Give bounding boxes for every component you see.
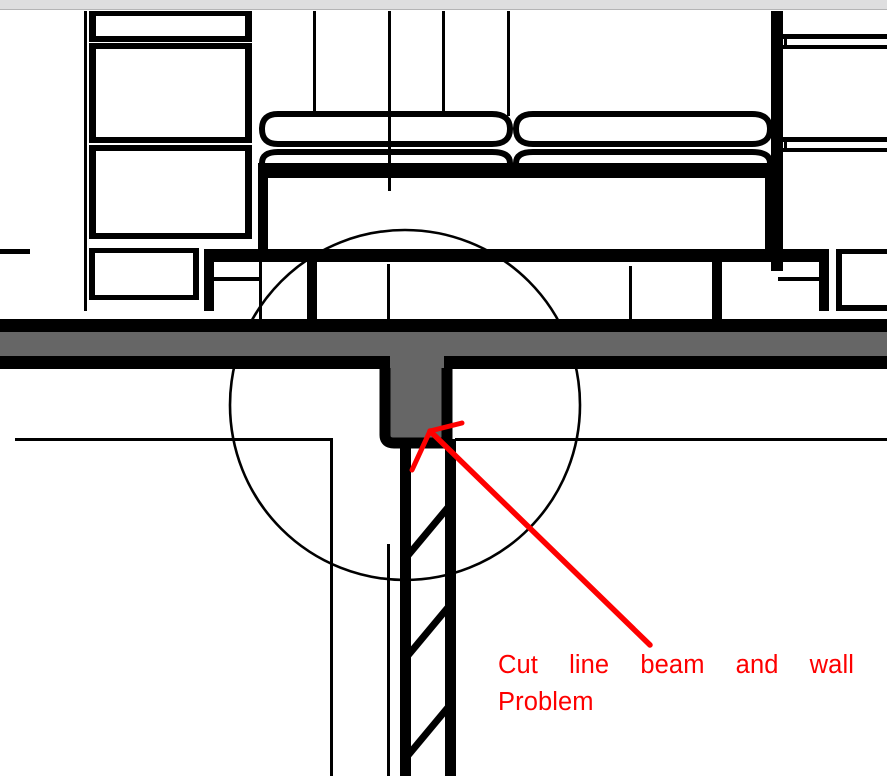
rounded-rail-right [512,111,774,147]
thin-vertical-right [629,266,632,319]
slab-concrete-fill [0,332,887,356]
beam-centerline-upper [387,264,390,319]
lower-shelf-inner-leg-left [307,262,317,319]
slab-top-edge [0,319,887,332]
divider-line-4 [507,11,510,116]
shelf-thin-line-left [204,277,262,281]
wall-below [400,439,456,776]
arrow-shaft [427,428,653,648]
left-outer-box [0,249,30,254]
left-cabinet-upper-box [89,11,252,42]
left-cabinet-middle-box [89,43,252,143]
window-titlebar [0,0,887,10]
beam-centerline-lower [387,544,390,776]
right-outer-box [836,249,887,311]
arrow-barb-upper [427,420,465,434]
thin-vertical-left [259,262,262,319]
arrow-barb-lower [409,428,433,473]
floor-slab [0,319,887,369]
left-thin-wall-line [84,11,87,311]
shelf-thin-line-right [778,277,829,281]
left-cabinet-lower-box [89,145,252,239]
cad-section-drawing [0,11,887,776]
left-cabinet-bottom-box [89,248,199,300]
lower-left-vertical [330,438,333,776]
wall-right-face [445,439,456,776]
annotation-arrow [409,420,653,648]
wall-left-face [400,439,411,776]
beam-slab-junction [390,356,444,368]
lower-left-horizontal [15,438,333,441]
divider-line-2 [388,11,391,191]
cad-drawing-canvas[interactable]: Cut line beam and wall Problem [0,11,887,776]
middle-box-under-counter [258,178,775,253]
lower-right-horizontal [455,438,887,441]
rounded-rail-left [258,111,514,147]
annotation-callout: Cut line beam and wall Problem [498,647,854,721]
divider-line-1 [313,11,316,116]
annotation-label: Cut line beam and wall Problem [498,651,862,716]
counter-top-band [258,163,775,178]
right-top-rail [783,34,887,49]
divider-line-3 [442,11,445,116]
lower-shelf-band [204,249,829,262]
lower-floor-outline [15,438,887,776]
upper-floor-structure [0,11,887,319]
beam-outline [379,356,453,449]
right-lower-rail [783,137,887,152]
lower-shelf-inner-leg-right [712,262,722,319]
